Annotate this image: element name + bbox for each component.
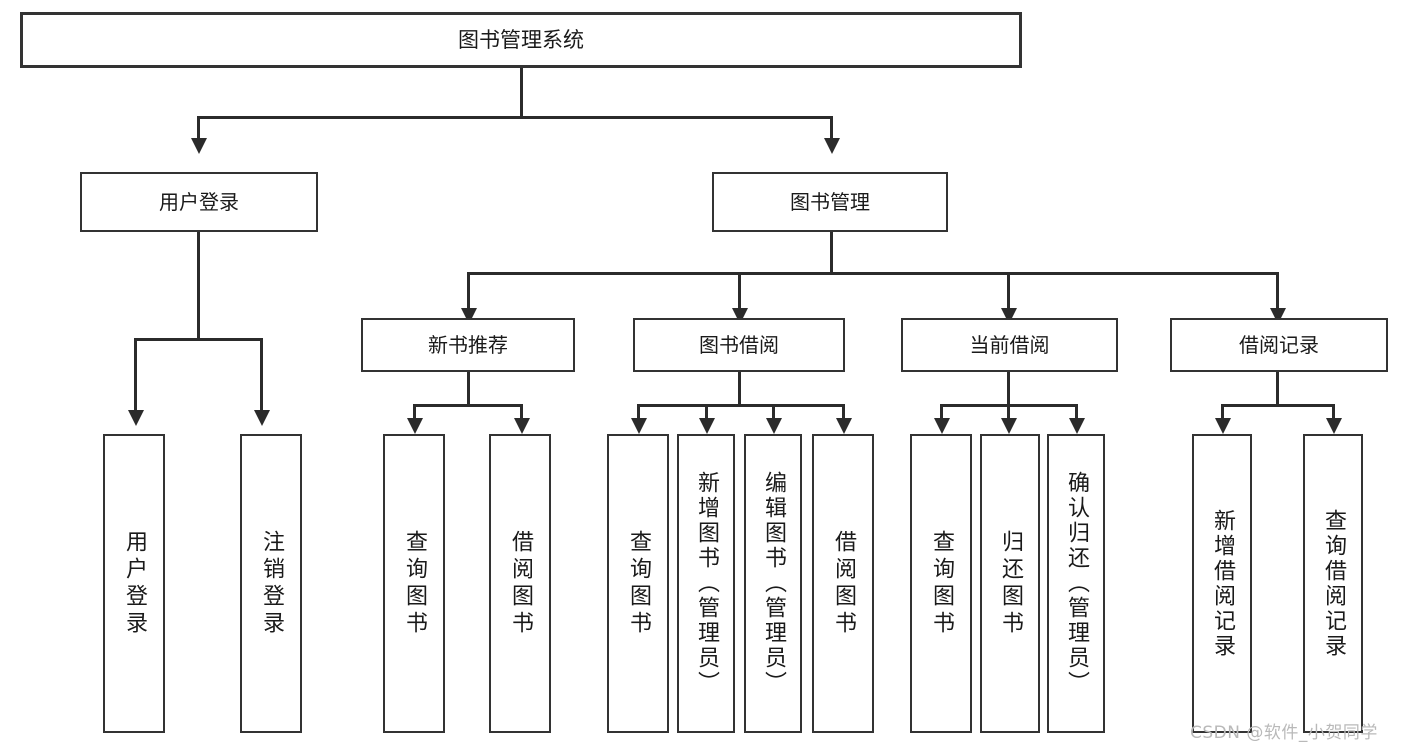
leaf-label: 归还图书 bbox=[998, 529, 1023, 638]
leaf-label: 借阅图书 bbox=[508, 529, 533, 638]
leaf-label: 查询图书 bbox=[929, 529, 954, 638]
connector-level2-bus bbox=[197, 116, 833, 119]
connector-level3-drop-book-borrow bbox=[738, 272, 741, 310]
connector-level3-drop-new-book bbox=[467, 272, 470, 310]
connector-user-login-drop-1 bbox=[134, 338, 137, 412]
arrow-to-book-management bbox=[824, 138, 840, 154]
connector-borrow-record-bus bbox=[1221, 404, 1335, 407]
connector-user-login-bus bbox=[134, 338, 263, 341]
connector-level3-bus bbox=[467, 272, 1279, 275]
leaf-label: 用户登录 bbox=[122, 529, 147, 638]
connector-book-borrow-drop-4 bbox=[842, 404, 845, 420]
leaf-logout[interactable]: 注销登录 bbox=[240, 434, 302, 733]
leaf-query-book-current[interactable]: 查询图书 bbox=[910, 434, 972, 733]
leaf-label: 注销登录 bbox=[259, 529, 284, 638]
node-book-management[interactable]: 图书管理 bbox=[712, 172, 948, 232]
node-current-borrow[interactable]: 当前借阅 bbox=[901, 318, 1118, 372]
arrow-to-leaf-query-book-nb bbox=[407, 418, 423, 434]
arrow-to-leaf-borrow-book-bb bbox=[836, 418, 852, 434]
node-root-book-management-system[interactable]: 图书管理系统 bbox=[20, 12, 1022, 68]
connector-new-book-drop-1 bbox=[413, 404, 416, 420]
arrow-to-leaf-query-record bbox=[1326, 418, 1342, 434]
node-user-login[interactable]: 用户登录 bbox=[80, 172, 318, 232]
leaf-query-book-borrow[interactable]: 查询图书 bbox=[607, 434, 669, 733]
connector-current-borrow-drop-1 bbox=[940, 404, 943, 420]
leaf-edit-book-admin[interactable]: 编辑图书（管理员） bbox=[744, 434, 802, 733]
arrow-to-leaf-user-login bbox=[128, 410, 144, 426]
arrow-to-leaf-query-book-bb bbox=[631, 418, 647, 434]
node-label: 当前借阅 bbox=[969, 332, 1050, 357]
arrow-to-leaf-logout bbox=[254, 410, 270, 426]
connector-user-login-stem bbox=[197, 232, 200, 340]
connector-current-borrow-stem bbox=[1007, 372, 1010, 406]
connector-root-stem bbox=[520, 68, 523, 118]
arrow-to-leaf-return-book bbox=[1001, 418, 1017, 434]
connector-new-book-stem bbox=[467, 372, 470, 406]
arrow-to-leaf-add-record bbox=[1215, 418, 1231, 434]
node-label: 新书推荐 bbox=[428, 332, 508, 357]
leaf-label: 新增借阅记录 bbox=[1210, 508, 1235, 659]
leaf-query-book-new-recommend[interactable]: 查询图书 bbox=[383, 434, 445, 733]
connector-level3-drop-borrow-record bbox=[1276, 272, 1279, 310]
leaf-user-login[interactable]: 用户登录 bbox=[103, 434, 165, 733]
connector-level2-drop-user-login bbox=[197, 116, 200, 140]
leaf-borrow-book-new-recommend[interactable]: 借阅图书 bbox=[489, 434, 551, 733]
leaf-label: 新增图书（管理员） bbox=[694, 471, 719, 696]
connector-borrow-record-stem bbox=[1276, 372, 1279, 406]
node-label: 图书管理 bbox=[790, 189, 870, 214]
csdn-watermark: CSDN @软件_小贺同学 bbox=[1190, 718, 1378, 743]
connector-current-borrow-drop-2 bbox=[1007, 404, 1010, 420]
connector-book-borrow-drop-3 bbox=[772, 404, 775, 420]
arrow-to-leaf-borrow-book-nb bbox=[514, 418, 530, 434]
leaf-label: 编辑图书（管理员） bbox=[761, 471, 786, 696]
connector-level2-drop-book-management bbox=[830, 116, 833, 140]
node-label: 图书管理系统 bbox=[458, 27, 584, 52]
connector-level3-drop-current-borrow bbox=[1007, 272, 1010, 310]
arrow-to-user-login bbox=[191, 138, 207, 154]
node-new-book-recommend[interactable]: 新书推荐 bbox=[361, 318, 575, 372]
arrow-to-leaf-confirm-return bbox=[1069, 418, 1085, 434]
arrow-to-leaf-query-book-cb bbox=[934, 418, 950, 434]
leaf-label: 借阅图书 bbox=[831, 529, 856, 638]
node-book-borrow[interactable]: 图书借阅 bbox=[633, 318, 845, 372]
leaf-return-book[interactable]: 归还图书 bbox=[980, 434, 1040, 733]
connector-book-borrow-stem bbox=[738, 372, 741, 406]
connector-book-management-stem bbox=[830, 232, 833, 274]
leaf-label: 查询图书 bbox=[626, 529, 651, 638]
leaf-label: 确认归还（管理员） bbox=[1064, 471, 1089, 696]
leaf-label: 查询图书 bbox=[402, 529, 427, 638]
leaf-add-book-admin[interactable]: 新增图书（管理员） bbox=[677, 434, 735, 733]
arrow-to-leaf-add-book bbox=[699, 418, 715, 434]
leaf-confirm-return-admin[interactable]: 确认归还（管理员） bbox=[1047, 434, 1105, 733]
node-label: 图书借阅 bbox=[699, 332, 779, 357]
connector-new-book-drop-2 bbox=[520, 404, 523, 420]
connector-user-login-drop-2 bbox=[260, 338, 263, 412]
connector-book-borrow-drop-1 bbox=[637, 404, 640, 420]
leaf-add-borrow-record[interactable]: 新增借阅记录 bbox=[1192, 434, 1252, 733]
arrow-to-leaf-edit-book bbox=[766, 418, 782, 434]
connector-borrow-record-drop-2 bbox=[1332, 404, 1335, 420]
connector-book-borrow-bus bbox=[637, 404, 845, 407]
connector-book-borrow-drop-2 bbox=[705, 404, 708, 420]
connector-current-borrow-drop-3 bbox=[1075, 404, 1078, 420]
node-label: 借阅记录 bbox=[1239, 332, 1319, 357]
leaf-label: 查询借阅记录 bbox=[1321, 508, 1346, 659]
watermark-text: CSDN @软件_小贺同学 bbox=[1190, 723, 1378, 743]
connector-new-book-bus bbox=[413, 404, 523, 407]
node-label: 用户登录 bbox=[159, 189, 239, 214]
leaf-borrow-book[interactable]: 借阅图书 bbox=[812, 434, 874, 733]
node-borrow-record[interactable]: 借阅记录 bbox=[1170, 318, 1388, 372]
connector-borrow-record-drop-1 bbox=[1221, 404, 1224, 420]
leaf-query-borrow-record[interactable]: 查询借阅记录 bbox=[1303, 434, 1363, 733]
